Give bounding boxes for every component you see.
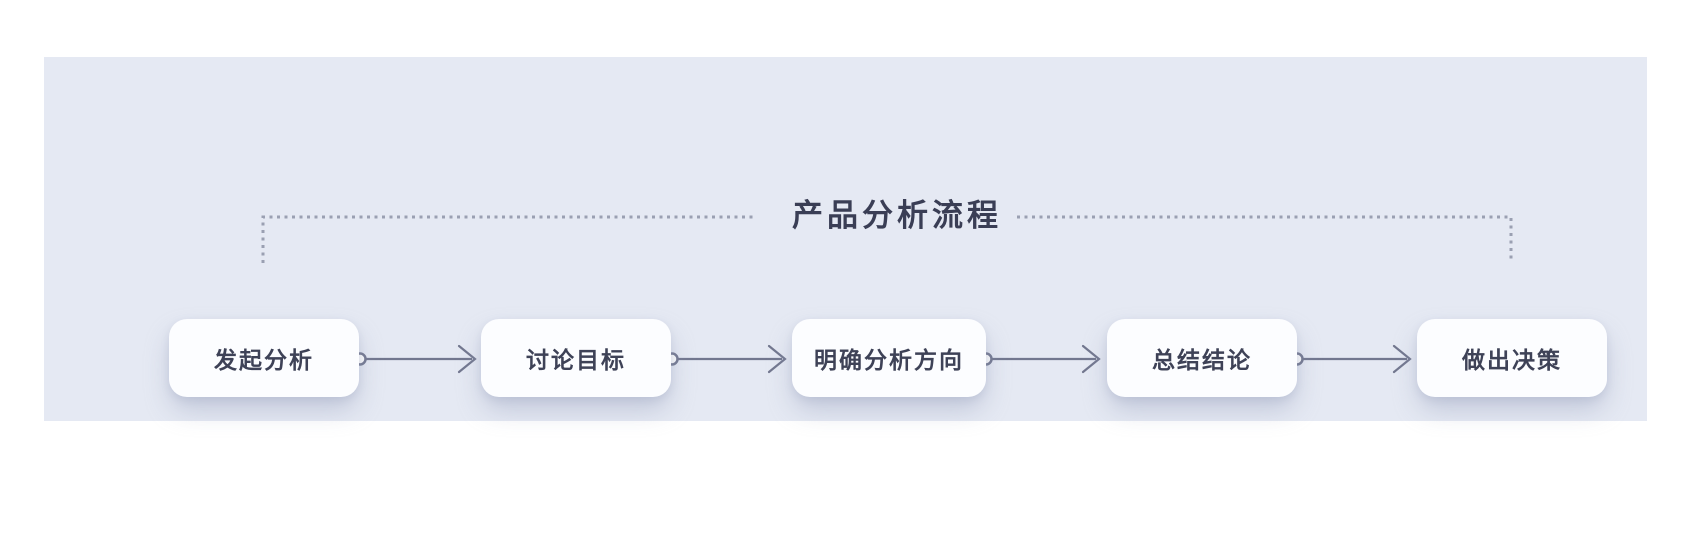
flow-connector-1 <box>353 344 477 374</box>
arrowhead-icon <box>1081 344 1101 374</box>
flow-node-label: 发起分析 <box>214 348 314 374</box>
flow-node-label: 明确分析方向 <box>814 348 964 374</box>
connector-layer <box>261 215 1513 374</box>
flow-connector-2 <box>665 344 787 374</box>
arrowhead-icon <box>457 344 477 374</box>
arrowhead-icon <box>1392 344 1412 374</box>
flow-node-clarify-direction: 明确分析方向 <box>792 319 986 397</box>
flow-title: 产品分析流程 <box>792 198 1002 234</box>
flow-node-label: 做出决策 <box>1462 348 1562 374</box>
flow-connector-4 <box>1290 344 1412 374</box>
flow-node-make-decision: 做出决策 <box>1417 319 1607 397</box>
flow-node-summarize-conclusions: 总结结论 <box>1107 319 1297 397</box>
flow-node-label: 总结结论 <box>1152 348 1252 374</box>
title-bracket-left-dotted-line <box>261 215 756 263</box>
flow-node-discuss-goals: 讨论目标 <box>481 319 671 397</box>
flow-panel: 产品分析流程 发起分析 讨论目标 明确分析方向 总结结论 做出决策 <box>44 57 1647 421</box>
flow-node-initiate-analysis: 发起分析 <box>169 319 359 397</box>
arrowhead-icon <box>767 344 787 374</box>
flow-node-label: 讨论目标 <box>526 348 626 374</box>
flow-connector-3 <box>979 344 1101 374</box>
